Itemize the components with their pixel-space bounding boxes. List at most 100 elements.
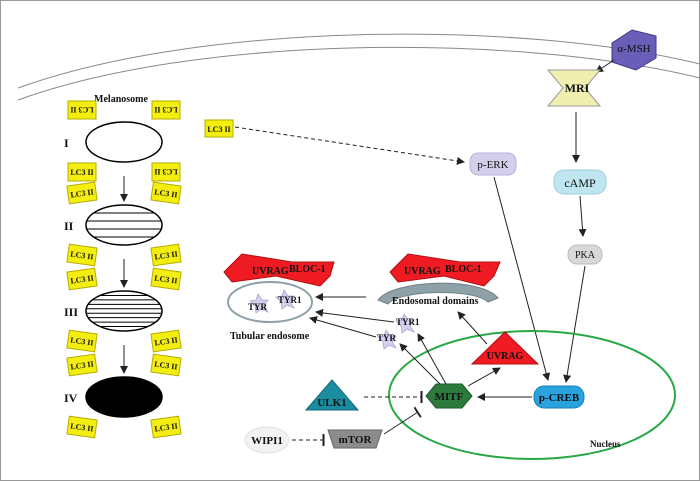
- melanosome-stage-4-label: IV: [64, 391, 78, 405]
- endosomal-domain-arc: [377, 282, 499, 305]
- cell-membrane-inner: [17, 46, 700, 101]
- tubular-tyr-label: TYR: [248, 302, 268, 312]
- free-tyr: TYR: [377, 329, 398, 350]
- mitf-label: MITF: [435, 391, 464, 403]
- lc3-tag-stage3-lower-right: LC3 II: [150, 329, 182, 353]
- lc3-tag-stage2-lower-left-label: LC3 II: [70, 249, 94, 261]
- melanosome-stage-4: [85, 376, 163, 418]
- pka-node: PKA: [567, 244, 603, 265]
- lc3-tag-stage2-lower-left: LC3 II: [66, 243, 98, 267]
- melanosome-stage-1: [85, 121, 163, 163]
- mitf-to-tyr1-arrow: [417, 333, 447, 385]
- mitf-node: MITF: [425, 383, 473, 409]
- lc3-tag-stage3-right: LC3 II: [150, 267, 182, 291]
- lc3-tag-stage1-lower-left-label: LC3 II: [70, 168, 93, 177]
- pcreb-node: p-CREB: [533, 385, 585, 409]
- alpha-msh-ligand: α-MSH: [611, 29, 657, 71]
- lc3-tag-stage1-lower-right: LC3 II: [151, 162, 181, 182]
- lc3-tag-stage3-left-label: LC3 II: [70, 273, 94, 285]
- endosomal-domains: UVRAG BLOC-1 Endosomal domains: [377, 253, 501, 307]
- lc3-tag-stage2-right-label: LC3 II: [154, 187, 178, 199]
- lc3-tag-stage4-lower-right: LC3 II: [150, 415, 182, 439]
- melanosome-stage-1-label: I: [64, 136, 69, 150]
- ulk1-label: ULK1: [317, 397, 346, 409]
- endosomal-bloc-label: BLOC-1: [445, 264, 482, 275]
- nucleus-membrane: [388, 330, 676, 460]
- lc3-tag-stage4-lower-left-label: LC3 II: [70, 421, 94, 433]
- tubular-tyr-star: [249, 293, 270, 314]
- mtor-node: mTOR: [327, 429, 383, 449]
- tyr-to-tubular-arrow: [309, 316, 377, 338]
- lc3-tag-stage4-lower-right-label: LC3 II: [154, 421, 178, 433]
- tubular-tyr1-star: [275, 289, 296, 310]
- lc3-tag-stage1-lower-right-label: LC3 II: [154, 167, 177, 176]
- pka-label: PKA: [575, 250, 596, 261]
- camp-node: cAMP: [553, 169, 607, 195]
- mtor-label: mTOR: [339, 434, 373, 446]
- mitf-to-uvrag-arrow: [467, 367, 501, 387]
- nucleus-label: Nucleus: [590, 439, 621, 449]
- melanosome-stages: I LC3 II LC3 II LC3 II LC3 II II LC3 II LC3 II L…: [64, 100, 182, 439]
- uvrag-nucleus-label: UVRAG: [487, 351, 524, 362]
- mri-label: MRI: [565, 81, 590, 95]
- lc3-tag-stage1-right-label: LC3 II: [154, 105, 177, 114]
- lc3-tag-stage1-left: LC3 II: [67, 100, 97, 120]
- lc3-free-label: LC3 II: [207, 125, 230, 134]
- tubular-endosome-label: Tubular endosome: [230, 331, 310, 342]
- melanosome-title: Melanosome: [94, 94, 148, 105]
- lc3-tag-stage1-left-label: LC3 II: [70, 105, 93, 114]
- pka-to-pcreb-arrow: [563, 265, 586, 383]
- lc3-tag-stage3-lower-left-label: LC3 II: [70, 335, 94, 347]
- tubular-endosome-ring: [227, 281, 313, 323]
- mitf-to-tyr-arrow: [399, 343, 441, 385]
- pcreb-label: p-CREB: [539, 392, 580, 404]
- lc3-tag-stage1-lower-left: LC3 II: [67, 162, 97, 182]
- tyr1-to-tubular-arrow: [315, 308, 395, 323]
- lc3-tag-stage2-left: LC3 II: [66, 181, 98, 205]
- lc3-tag-stage3-lower-left: LC3 II: [66, 329, 98, 353]
- melanosome-stage-3-striations: [86, 294, 162, 328]
- lc3-tag-stage3-right-label: LC3 II: [154, 273, 178, 285]
- melanosome-stage-2-label: II: [64, 219, 74, 233]
- uvrag-to-endosomal-arrow: [457, 311, 488, 345]
- lc3-tag-stage4-left: LC3 II: [66, 353, 98, 377]
- lc3-to-perk-dashed: [234, 126, 465, 165]
- lc3-tag-stage4-left-label: LC3 II: [70, 359, 94, 371]
- melanosome-stage-3: [85, 290, 163, 332]
- lc3-tag-stage2-lower-right: LC3 II: [150, 243, 182, 267]
- mtor-inhibits-mitf: [383, 406, 422, 435]
- lc3-tag-stage3-lower-right-label: LC3 II: [154, 335, 178, 347]
- perk-label: p-ERK: [477, 159, 508, 171]
- perk-node: p-ERK: [469, 152, 517, 176]
- lc3-tag-stage4-lower-left: LC3 II: [66, 415, 98, 439]
- cell-membrane-outer: [17, 33, 700, 89]
- mri-receptor: MRI: [546, 69, 602, 107]
- lc3-tag-stage2-lower-right-label: LC3 II: [154, 249, 178, 261]
- lc3-tag-stage4-right: LC3 II: [150, 353, 182, 377]
- lc3-tag-stage1-right: LC3 II: [151, 100, 181, 120]
- tubular-bloc-label: BLOC-1: [289, 264, 326, 275]
- tubular-uvrag-bloc-shape: [223, 253, 335, 287]
- free-tyr-label: TYR: [377, 333, 397, 343]
- camp-to-pka-arrow: [578, 195, 587, 237]
- lc3-free-tag: LC3 II: [204, 119, 234, 138]
- endosomal-uvrag-bloc-shape: [389, 253, 501, 287]
- free-tyr1-label: TYR1: [396, 317, 420, 327]
- melanosome-stage-2-striations: [86, 212, 162, 238]
- uvrag-nucleus-node: UVRAG: [470, 331, 540, 365]
- ulk1-node: ULK1: [304, 379, 360, 411]
- free-tyr1: TYR1: [395, 313, 420, 334]
- lc3-tag-stage3-left: LC3 II: [66, 267, 98, 291]
- lc3-tag-stage2-left-label: LC3 II: [70, 187, 94, 199]
- lc3-tag-stage4-right-label: LC3 II: [154, 359, 178, 371]
- perk-to-pcreb-arrow: [493, 176, 551, 381]
- endosomal-uvrag-label: UVRAG: [404, 266, 441, 277]
- tubular-tyr1-label: TYR1: [278, 295, 302, 305]
- melanosome-stage-2: [85, 204, 163, 246]
- wipi1-label: WIPI1: [251, 435, 283, 447]
- lc3-tag-stage2-right: LC3 II: [150, 181, 182, 205]
- melanosome-stage-3-label: III: [64, 305, 78, 319]
- alpha-msh-label: α-MSH: [617, 43, 650, 55]
